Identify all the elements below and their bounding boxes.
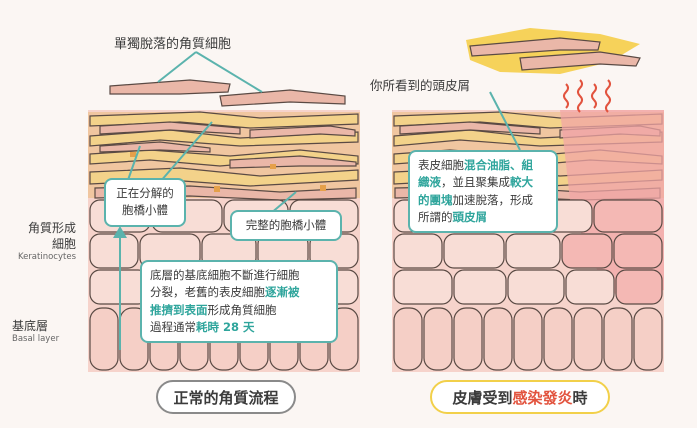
inflamed-line-4-highlight: 頭皮屑 [452, 209, 488, 224]
normal-line-3-highlight: 推擠到表面 [150, 302, 208, 317]
intact-desmosome-callout: 完整的胞橋小體 [230, 210, 342, 242]
inflamed-line-3-highlight: 的團塊 [418, 192, 453, 207]
shed-cells-label: 單獨脫落的角質細胞 [114, 37, 232, 52]
decomposing-line-2: 胞橋小體 [122, 203, 168, 218]
keratinocytes-label: 角質形成 細胞 Keratinocytes [12, 220, 76, 264]
dandruff-seen-label: 你所看到的頭皮屑 [370, 78, 471, 93]
inflamed-line-2-highlight: 織液 [418, 175, 441, 190]
normal-line-2-highlight: 逐漸被 [265, 285, 300, 300]
basal-zh: 基底層 [12, 319, 49, 333]
decomposing-line-1: 正在分解的 [116, 186, 174, 200]
basal-en: Basal layer [12, 334, 60, 345]
decomposing-desmosome-callout: 正在分解的 胞橋小體 [104, 178, 186, 227]
inflamed-line-2-highlight-2: 較大 [510, 175, 533, 190]
keratinocytes-zh-1: 角質形成 [27, 221, 76, 235]
inflamed-line-1-highlight: 混合油脂、組 [464, 158, 533, 172]
normal-process-callout: 底層的基底細胞不斷進行細胞 分裂，老舊的表皮細胞逐漸被 推擠到表面形成角質細胞 … [140, 260, 338, 343]
inflamed-process-callout: 表皮細胞混合油脂、組 織液，並且聚集成較大 的團塊加速脫落，形成 所謂的頭皮屑 [408, 150, 558, 233]
keratinocytes-zh-2: 細胞 [51, 237, 76, 252]
normal-line-4: 過程通常 [150, 319, 196, 334]
inflamed-line-3: 加速脫落，形成 [452, 192, 534, 207]
normal-line-2: 分裂，老舊的表皮細胞 [150, 285, 265, 300]
inflamed-line-2: ，並且聚集成 [441, 175, 510, 190]
normal-line-4-highlight: 耗時 28 天 [196, 319, 255, 334]
inflamed-process-title: 皮膚受到感染發炎時 [430, 380, 610, 414]
normal-line-1: 底層的基底細胞不斷進行細胞 [150, 268, 300, 282]
inflamed-title-post: 時 [572, 389, 588, 407]
inflamed-title-highlight: 感染發炎 [512, 389, 573, 407]
dandruff-clump [466, 28, 641, 74]
inflamed-line-1: 表皮細胞 [418, 158, 464, 172]
inflammation-heat-icon [563, 79, 611, 113]
inflamed-title-pre: 皮膚受到 [452, 389, 513, 407]
upward-arrow-icon [113, 226, 127, 350]
basal-layer-label: 基底層 Basal layer [12, 318, 76, 346]
keratinocytes-en: Keratinocytes [17, 252, 76, 263]
normal-process-title: 正常的角質流程 [156, 380, 296, 414]
inflamed-line-4: 所謂的 [418, 209, 453, 224]
normal-line-3: 形成角質細胞 [207, 302, 277, 317]
